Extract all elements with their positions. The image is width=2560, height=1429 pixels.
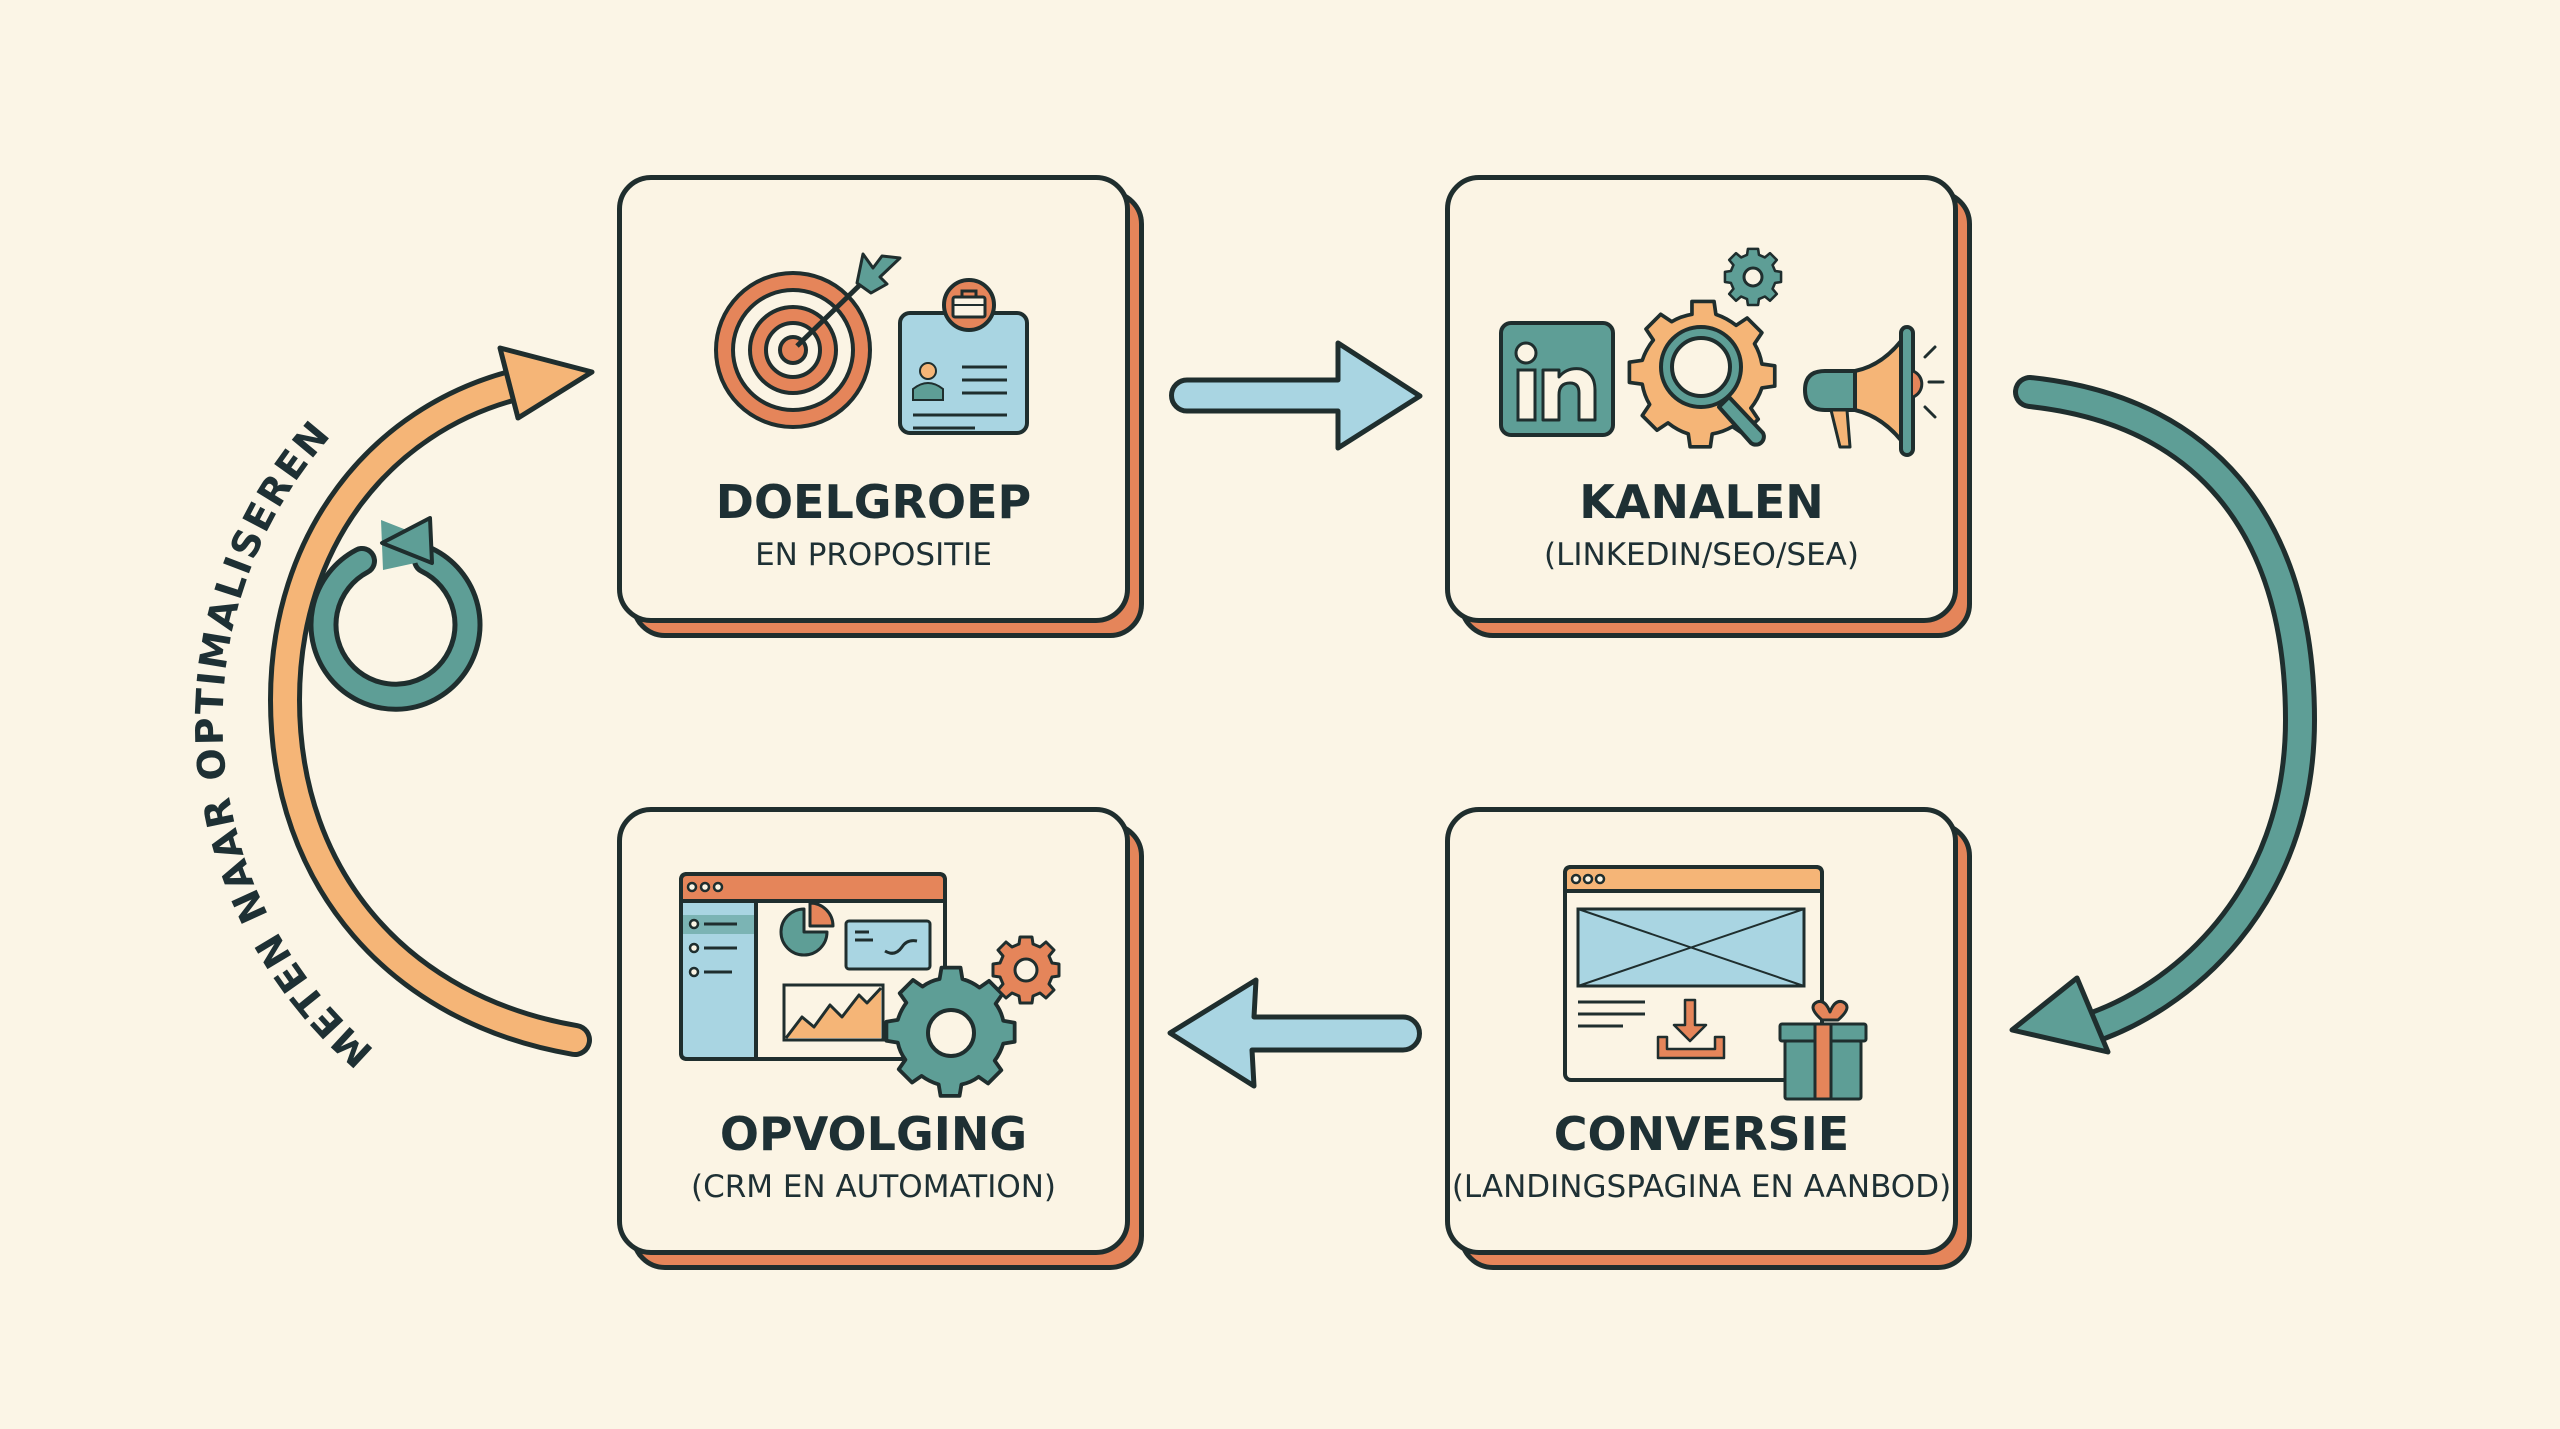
- small-gear-icon: [1723, 247, 1783, 307]
- step-card-kanalen: KANALEN (LINKEDIN/SEO/SEA): [1445, 175, 1972, 638]
- line-chart-icon: [782, 983, 885, 1042]
- card-widget-icon: [844, 919, 932, 971]
- target-icon: [714, 252, 902, 429]
- curved-arrow-up-icon: [267, 345, 595, 1057]
- linkedin-icon: [1499, 321, 1615, 437]
- download-icon: [1656, 998, 1726, 1060]
- step-title: KANALEN: [1579, 475, 1824, 529]
- step-subtitle: (LANDINGSPAGINA EN AANBOD): [1451, 1169, 1952, 1205]
- step-card-doelgroep: DOELGROEP EN PROPOSITIE: [617, 175, 1144, 638]
- step-title: DOELGROEP: [715, 475, 1032, 529]
- card-face: [617, 175, 1130, 623]
- pie-chart-icon: [779, 901, 835, 957]
- small-gear-icon: [991, 935, 1061, 1005]
- curved-arrow-down-icon: [2009, 375, 2318, 1055]
- step-subtitle: EN PROPOSITIE: [755, 537, 992, 573]
- gear-icon: [884, 965, 1017, 1098]
- gift-icon: [1778, 1000, 1868, 1101]
- step-title: OPVOLGING: [719, 1107, 1028, 1161]
- gear-search-icon: [1627, 299, 1777, 449]
- step-card-opvolging: OPVOLGING (CRM EN AUTOMATION): [617, 807, 1144, 1270]
- landing-page-icon: [1563, 865, 1824, 1082]
- arrow-right-icon: [1169, 340, 1423, 451]
- step-title: CONVERSIE: [1553, 1107, 1850, 1161]
- step-card-conversie: CONVERSIE (LANDINGSPAGINA EN AANBOD): [1445, 807, 1972, 1270]
- step-subtitle: (CRM EN AUTOMATION): [690, 1169, 1057, 1205]
- megaphone-icon: [1802, 325, 1945, 457]
- arrow-left-icon: [1167, 977, 1422, 1089]
- briefcase-icon: [942, 278, 996, 332]
- refresh-cycle-icon: [308, 516, 483, 712]
- id-card-icon: [898, 311, 1029, 435]
- step-subtitle: (LINKEDIN/SEO/SEA): [1544, 537, 1859, 573]
